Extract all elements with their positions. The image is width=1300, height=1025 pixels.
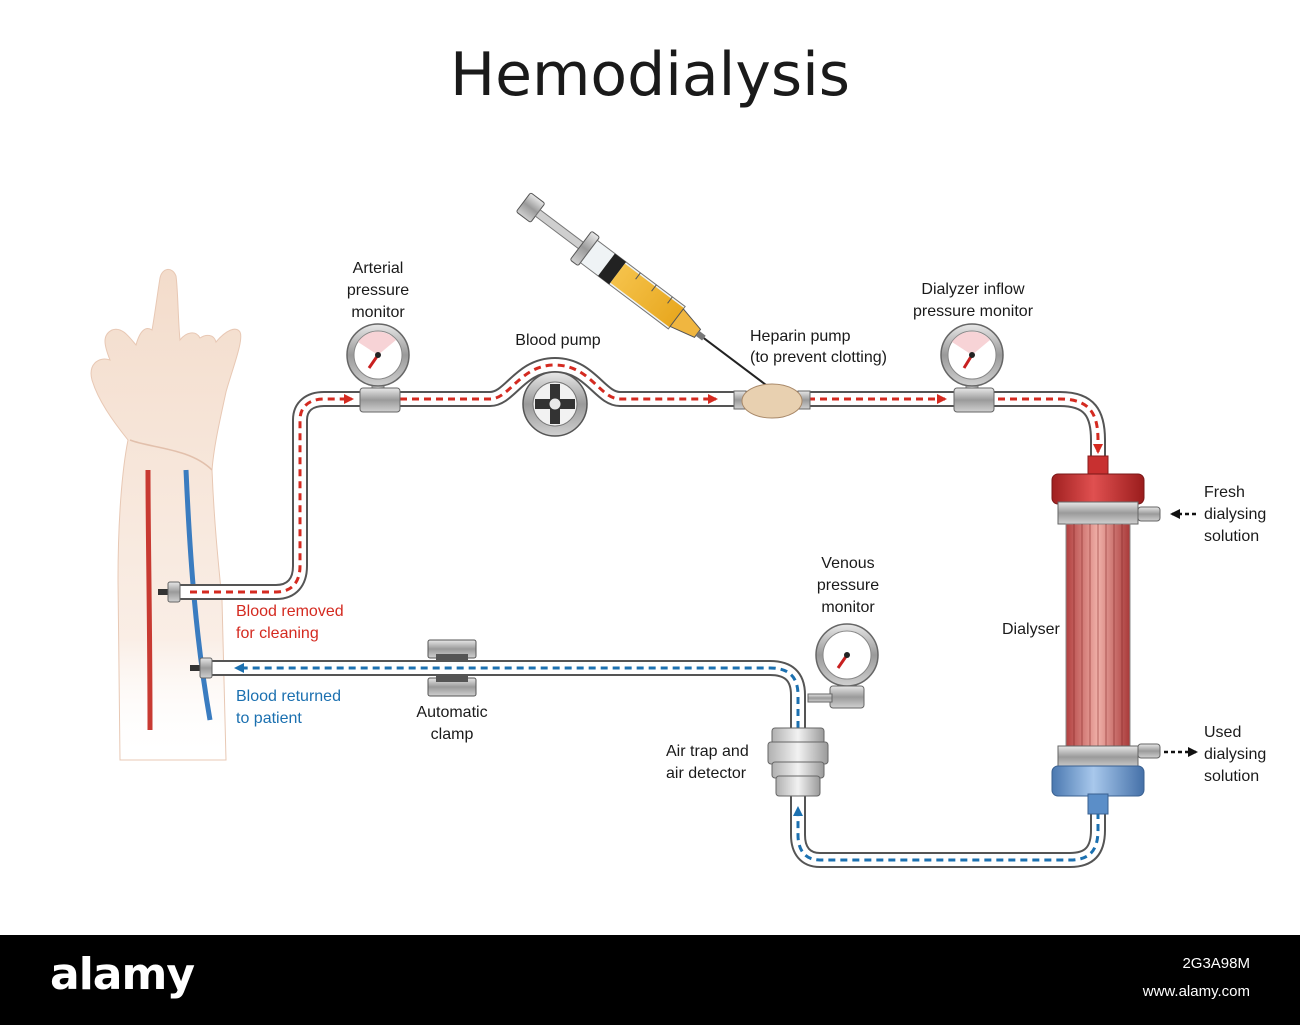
label-line: Arterial: [353, 260, 404, 277]
arterial-needle-connector: [158, 581, 181, 603]
patient-arm: [90, 269, 242, 761]
label-fresh-solution: Fresh dialysing solution: [1204, 484, 1266, 545]
label-line: Air trap and: [666, 743, 749, 760]
stock-site-url: www.alamy.com: [1142, 983, 1250, 1000]
label-blood-pump: Blood pump: [515, 332, 600, 349]
venous-needle-connector: [190, 657, 213, 679]
dialyser: [1051, 455, 1161, 815]
label-line: dialysing: [1204, 506, 1266, 523]
hemodialysis-diagram: Hemodialysis: [90, 40, 1266, 868]
label-line: monitor: [351, 304, 405, 321]
label-line: Dialyzer inflow: [921, 281, 1025, 298]
label-line: solution: [1204, 768, 1259, 785]
label-line: Venous: [821, 555, 874, 572]
label-line: Used: [1204, 724, 1241, 741]
label-line: monitor: [821, 599, 875, 616]
label-line: Automatic: [416, 704, 487, 721]
heparin-pump-chamber: [733, 383, 811, 419]
artery-vessel: [145, 469, 153, 731]
venous-line-tube: [208, 660, 1106, 868]
venous-flow: [234, 663, 1100, 862]
label-line: pressure: [347, 282, 409, 299]
diagram-title: Hemodialysis: [450, 40, 850, 110]
label-heparin-pump: Heparin pump (to prevent clotting): [750, 328, 887, 366]
label-venous-pressure-monitor: Venous pressure monitor: [817, 555, 879, 616]
label-dialyser: Dialyser: [1002, 621, 1060, 638]
label-line: pressure monitor: [913, 303, 1034, 320]
label-line: dialysing: [1204, 746, 1266, 763]
heparin-syringe: [516, 192, 769, 388]
label-line: to patient: [236, 710, 302, 727]
label-line: Blood returned: [236, 688, 341, 705]
alamy-logo: alamy: [50, 949, 195, 1000]
stock-image-id: 2G3A98M: [1182, 955, 1250, 972]
blood-pump: [522, 371, 588, 437]
dialyzer-inflow-pressure-monitor: [940, 323, 1004, 413]
label-line: Heparin pump: [750, 328, 851, 345]
automatic-clamp: [427, 639, 477, 697]
label-blood-removed: Blood removed for cleaning: [236, 603, 344, 642]
label-line: for cleaning: [236, 625, 319, 642]
label-used-solution: Used dialysing solution: [1204, 724, 1266, 785]
arterial-pressure-monitor: [346, 323, 410, 413]
label-line: Blood removed: [236, 603, 344, 620]
label-arterial-pressure-monitor: Arterial pressure monitor: [347, 260, 409, 321]
label-line: pressure: [817, 577, 879, 594]
watermark-footer: alamy 2G3A98M www.alamy.com: [0, 935, 1300, 1025]
air-trap: [767, 727, 829, 797]
label-air-trap: Air trap and air detector: [666, 743, 749, 782]
label-dialyzer-inflow-monitor: Dialyzer inflow pressure monitor: [913, 281, 1034, 320]
label-line: clamp: [431, 726, 474, 743]
label-automatic-clamp: Automatic clamp: [416, 704, 487, 743]
venous-pressure-monitor: [807, 623, 879, 709]
label-line: (to prevent clotting): [750, 349, 887, 366]
label-line: Fresh: [1204, 484, 1245, 501]
label-line: air detector: [666, 765, 747, 782]
arterial-flow: [190, 363, 1103, 594]
label-line: solution: [1204, 528, 1259, 545]
label-blood-returned: Blood returned to patient: [236, 688, 341, 727]
